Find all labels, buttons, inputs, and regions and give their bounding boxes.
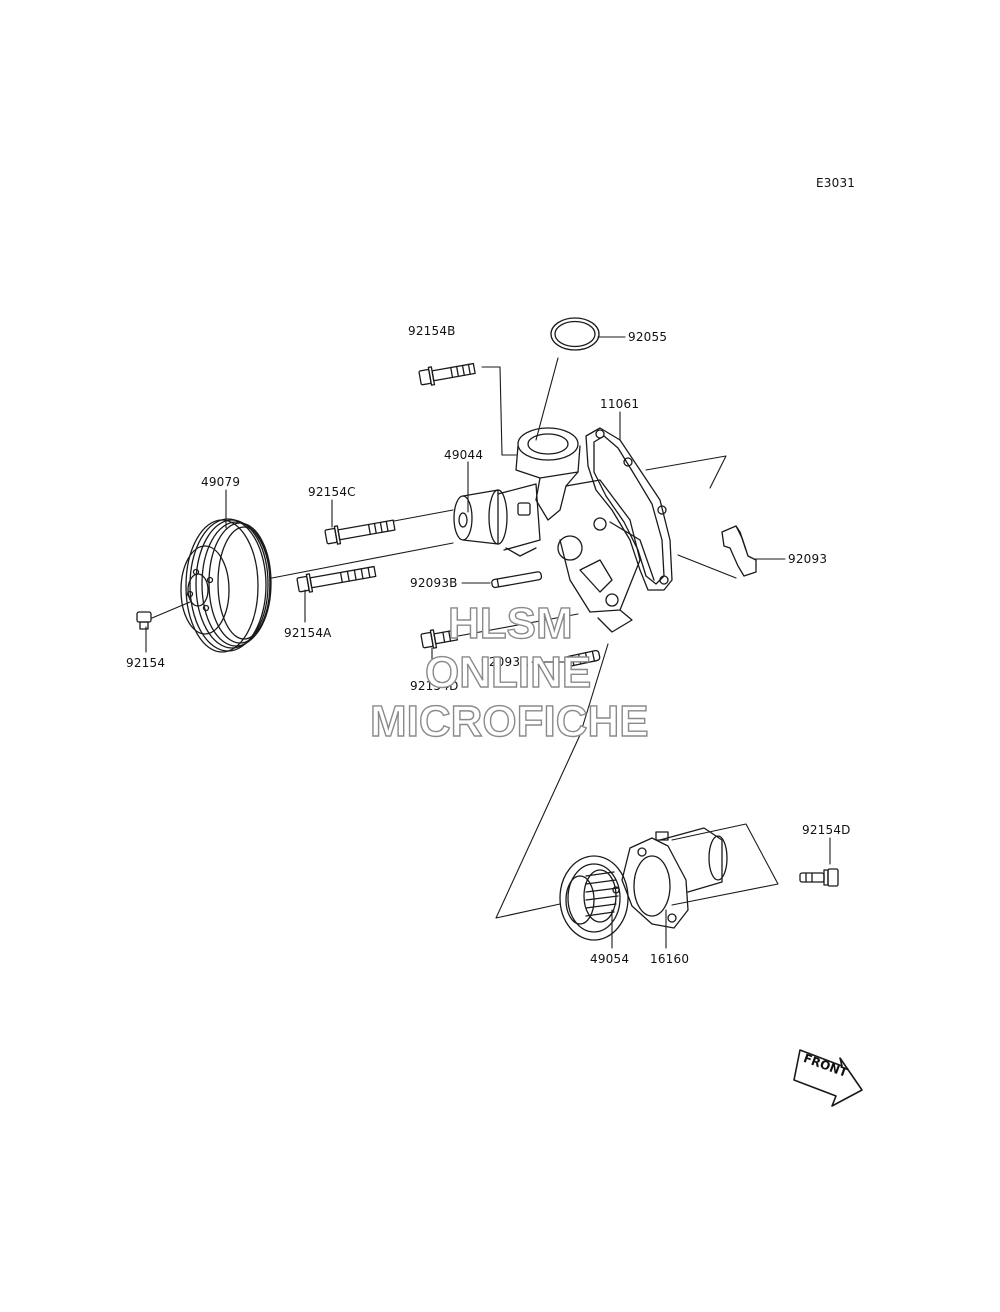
watermark-line-2: ONLINE: [424, 648, 592, 697]
callout-49079: 49079: [201, 475, 241, 489]
gasket-11061: [585, 427, 673, 591]
leader-lines: [145, 336, 831, 949]
callout-92154C: 92154C: [308, 485, 356, 499]
pin-92093B: [491, 571, 543, 589]
bolt-92154B: [418, 362, 476, 386]
thermostat-49054: [559, 855, 629, 941]
callout-92154D-left: 92154D: [410, 679, 459, 693]
front-label: FRONT: [802, 1051, 851, 1080]
callout-92093A: 92093A: [481, 655, 529, 669]
callout-92093: 92093: [788, 552, 828, 566]
callout-92154D-right: 92154D: [802, 823, 851, 837]
clip-92093: [721, 525, 757, 577]
bolt-92154A: [296, 565, 377, 593]
bolt-92154: [136, 611, 152, 630]
watermark-line-3: MICROFICHE: [369, 697, 649, 746]
callout-49054: 49054: [590, 952, 630, 966]
pin-92093A: [564, 649, 601, 667]
bolt-92154C: [324, 519, 396, 545]
watermark-line-1: HLSM: [447, 599, 573, 648]
callout-16160: 16160: [650, 952, 690, 966]
diagram-code: E3031: [816, 176, 856, 190]
callout-92093B: 92093B: [410, 576, 458, 590]
front-arrow-icon: FRONT: [793, 1049, 863, 1107]
callout-11061: 11061: [600, 397, 640, 411]
callout-49044: 49044: [444, 448, 484, 462]
pulley-49079: [180, 518, 272, 653]
bolt-92154D-left: [420, 629, 459, 649]
callout-92154A: 92154A: [284, 626, 332, 640]
water-pump-49044: [453, 483, 541, 557]
thermostat-housing-16160: [621, 827, 728, 929]
pump-housing: [515, 427, 655, 633]
callout-92055: 92055: [628, 330, 668, 344]
callout-92154: 92154: [126, 656, 166, 670]
bolt-92154D-right: [799, 868, 839, 887]
callout-92154B: 92154B: [408, 324, 456, 338]
o-ring-92055: [550, 317, 600, 351]
